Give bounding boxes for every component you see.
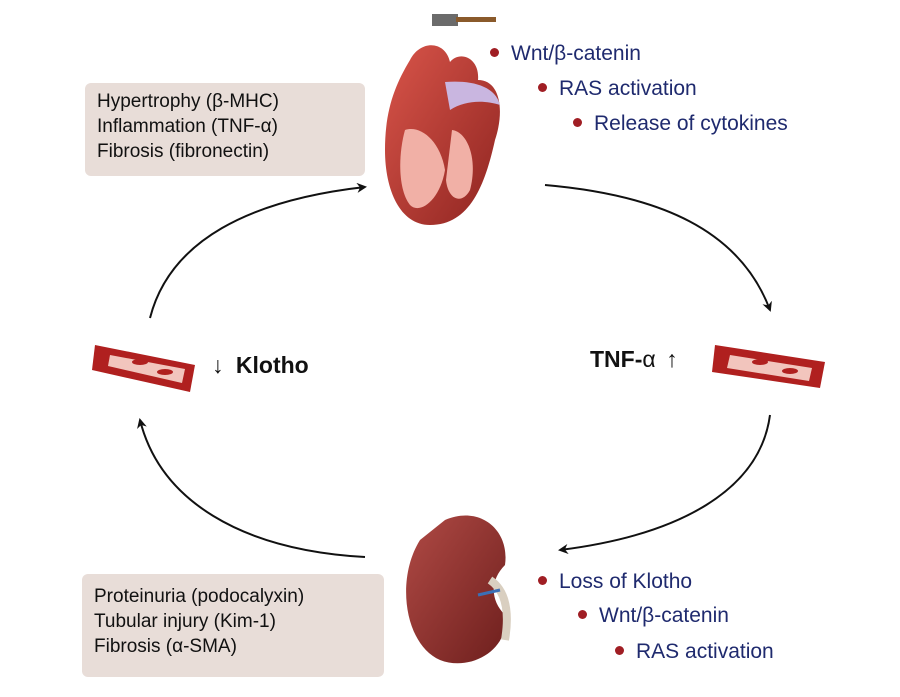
heart-effect-item: RAS activation (538, 77, 697, 101)
kidney-effect-label: RAS activation (636, 640, 774, 663)
up-arrow-icon: ↑ (666, 346, 678, 372)
heart-effect-label: RAS activation (559, 77, 697, 100)
arrow-to-heart (149, 182, 367, 319)
arrow-kidney-to-left (137, 418, 366, 558)
renal-line: Proteinuria (podocalyxin) (94, 586, 305, 607)
tnf-text: TNF- (590, 346, 643, 372)
cardiac-line: Fibrosis (fibronectin) (97, 141, 270, 162)
cardiac-outcomes-box: Hypertrophy (β-MHC) Inflammation (TNF-α)… (85, 83, 365, 176)
arrow-right-to-kidney (558, 414, 771, 554)
kidney-effect-item: RAS activation (615, 640, 774, 664)
kidney-effect-label: Wnt/β-catenin (599, 604, 729, 627)
cardiac-line: Inflammation (TNF-α) (97, 116, 278, 137)
heart-effect-item: Wnt/β-catenin (490, 42, 641, 66)
heart-effect-label: Release of cytokines (594, 112, 788, 135)
bullet-dot-icon (578, 609, 587, 619)
down-arrow-icon: ↓ (212, 352, 224, 378)
klotho-text: Klotho (235, 352, 309, 378)
bullet-dot-icon (573, 117, 582, 127)
cardiac-line: Hypertrophy (β-MHC) (97, 91, 279, 112)
kidney-effect-item: Loss of Klotho (538, 570, 692, 594)
blood-vessel-icon (712, 345, 825, 388)
renal-outcomes-box: Proteinuria (podocalyxin) Tubular injury… (82, 574, 384, 677)
kidney-effect-label: Loss of Klotho (559, 570, 693, 593)
blood-vessel-icon (92, 345, 195, 392)
alpha-symbol: α (642, 346, 656, 372)
bullet-dot-icon (538, 575, 547, 585)
bullet-dot-icon (538, 82, 547, 92)
bullet-dot-icon (615, 645, 624, 655)
kidney-icon (406, 515, 511, 664)
heart-effect-label: Wnt/β-catenin (511, 42, 641, 65)
renal-line: Tubular injury (Kim-1) (94, 611, 276, 632)
renal-line: Fibrosis (α-SMA) (94, 636, 237, 657)
heart-icon (385, 45, 500, 226)
bullet-dot-icon (490, 47, 499, 57)
kidney-effect-item: Wnt/β-catenin (578, 604, 729, 628)
klotho-label: ↓ Klotho (212, 352, 309, 379)
heart-effect-item: Release of cytokines (573, 112, 788, 136)
tnf-alpha-label: TNF-α ↑ (590, 346, 678, 373)
arrow-heart-to-right (544, 184, 772, 312)
hammer-icon (432, 14, 496, 26)
